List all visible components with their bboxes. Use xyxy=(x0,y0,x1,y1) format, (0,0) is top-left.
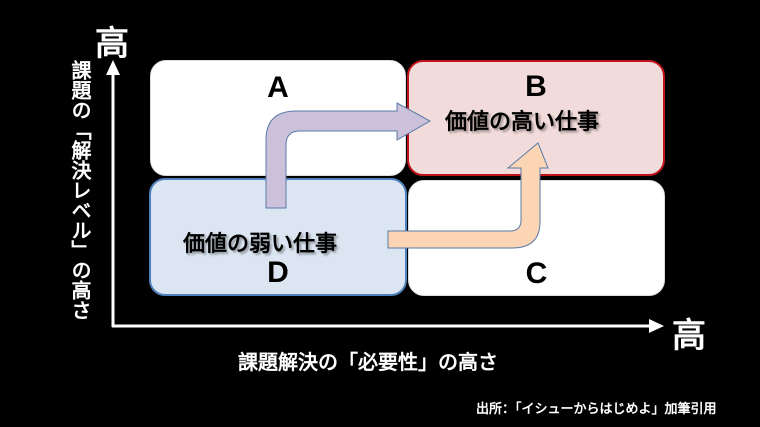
source-note: 出所：「イシューからはじめよ」加筆引用 xyxy=(476,402,717,417)
quadrant-d-label: D xyxy=(267,256,289,289)
quadrant-c-label: C xyxy=(525,257,548,290)
purple-arrow xyxy=(265,102,432,209)
x-axis-arrowhead xyxy=(649,319,664,333)
quadrant-a-label: A xyxy=(267,71,289,104)
quadrant-b-label: B xyxy=(525,70,547,103)
orange-arrow xyxy=(387,142,549,249)
x-axis-high-label: 高 xyxy=(672,316,706,356)
y-axis-label: 課題の「解決レベル」の高さ xyxy=(68,60,92,320)
x-axis-label: 課題解決の「必要性」の高さ xyxy=(238,350,498,374)
y-axis-high-label: 高 xyxy=(95,24,129,64)
y-axis-arrowhead xyxy=(106,60,120,75)
weak-value-work-text: 価値の弱い仕事 xyxy=(183,231,338,257)
high-value-work-text: 価値の高い仕事 xyxy=(445,109,600,135)
